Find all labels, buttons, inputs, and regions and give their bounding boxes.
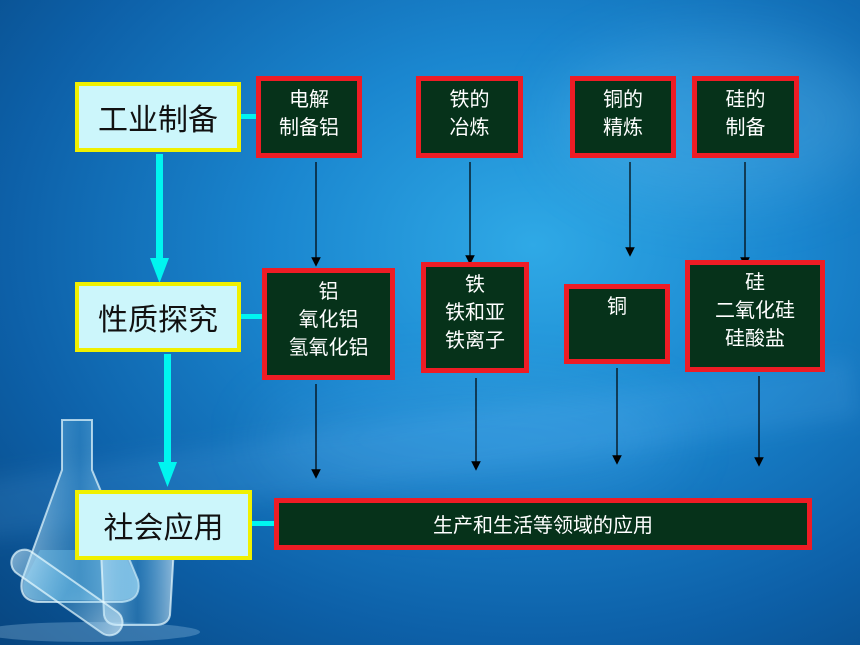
node-copper: 铜	[564, 284, 670, 364]
node-text: 生产和生活等领域的应用	[433, 513, 653, 537]
node-iron-compounds: 铁 铁和亚 铁离子	[421, 262, 529, 373]
node-text: 制备	[725, 115, 766, 139]
node-text: 精炼	[603, 115, 643, 139]
node-aluminum-compounds: 铝 氧化铝 氢氧化铝	[262, 268, 395, 380]
node-silicon-compounds: 硅 二氧化硅 硅酸盐	[685, 260, 825, 372]
node-text: 氢氧化铝	[288, 335, 369, 359]
node-text: 电解	[289, 87, 329, 111]
flow-arrow-shaft	[164, 354, 171, 466]
node-text: 铜	[607, 294, 627, 318]
node-iron-smelting: 铁的 冶炼	[416, 76, 523, 158]
category-industrial-preparation: 工业制备	[75, 82, 241, 152]
flow-arrow-head	[150, 258, 169, 283]
connector-stub	[251, 521, 276, 526]
connector-stub	[239, 314, 264, 319]
node-text: 硅酸盐	[725, 326, 785, 350]
node-text: 硅	[745, 270, 765, 294]
category-social-application: 社会应用	[75, 490, 252, 560]
connector-stub	[239, 114, 257, 119]
node-applications: 生产和生活等领域的应用	[274, 498, 812, 550]
node-text: 铁的	[449, 87, 490, 111]
node-silicon-preparation: 硅的 制备	[692, 76, 799, 158]
node-text: 铁	[465, 272, 485, 296]
node-aluminum-electrolysis: 电解 制备铝	[256, 76, 362, 158]
node-copper-refining: 铜的 精炼	[570, 76, 676, 158]
flow-arrow-head	[158, 462, 177, 487]
node-text: 制备铝	[279, 115, 339, 139]
flow-arrow-shaft	[156, 154, 163, 262]
node-text: 铜的	[603, 87, 643, 111]
node-text: 二氧化硅	[715, 298, 795, 322]
category-property-exploration: 性质探究	[75, 282, 241, 352]
node-text: 冶炼	[449, 115, 490, 139]
node-text: 铁离子	[445, 328, 505, 352]
node-text: 铁和亚	[445, 300, 505, 324]
node-text: 硅的	[725, 87, 766, 111]
node-text: 氧化铝	[298, 307, 359, 331]
node-text: 铝	[318, 279, 339, 303]
